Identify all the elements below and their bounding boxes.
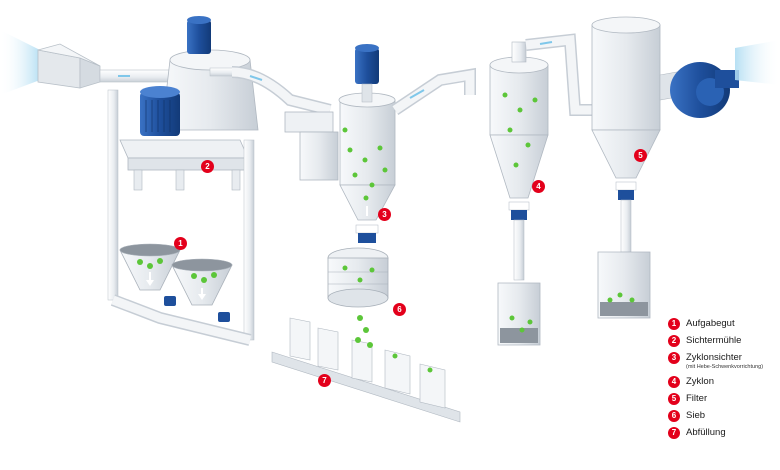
legend-item-4: 4 Zyklon <box>668 376 780 388</box>
marker-3: 3 <box>378 208 391 221</box>
cyclone <box>489 41 549 346</box>
air-inlet-hood <box>37 43 101 89</box>
legend-item-5: 5 Filter <box>668 393 780 405</box>
legend-label: Sichtermühle <box>686 335 742 346</box>
legend: 1 Aufgabegut 2 Sichtermühle 3 Zyklonsich… <box>668 318 780 444</box>
cyclone-classifier <box>284 44 396 243</box>
legend-number: 3 <box>668 352 680 364</box>
legend-label: Filter <box>686 393 708 404</box>
legend-number: 2 <box>668 335 680 347</box>
legend-number: 1 <box>668 318 680 330</box>
legend-number: 4 <box>668 376 680 388</box>
marker-5: 5 <box>634 149 647 162</box>
legend-item-3: 3 Zyklonsichter (mit Hebe-Schwenkvorrich… <box>668 352 780 371</box>
marker-2: 2 <box>201 160 214 173</box>
legend-item-7: 7 Abfüllung <box>668 427 780 439</box>
cyclone-to-filter-pipe <box>525 33 600 116</box>
legend-label: Zyklonsichter <box>686 352 742 363</box>
legend-label-group: Zyklonsichter (mit Hebe-Schwenkvorrichtu… <box>686 352 763 371</box>
marker-4: 4 <box>532 180 545 193</box>
sieve <box>327 247 389 308</box>
marker-1: 1 <box>174 237 187 250</box>
filter <box>591 16 661 319</box>
marker-6: 6 <box>393 303 406 316</box>
legend-item-2: 2 Sichtermühle <box>668 335 780 347</box>
legend-number: 5 <box>668 393 680 405</box>
feed-return-pipe <box>107 89 255 346</box>
legend-label: Sieb <box>686 410 706 421</box>
legend-label: Zyklon <box>686 376 714 387</box>
legend-label: Abfüllung <box>686 427 726 438</box>
classifier-to-cyclone-pipe <box>391 67 476 115</box>
classifier-mill <box>119 16 259 191</box>
legend-label: Aufgabegut <box>686 318 735 329</box>
legend-number: 7 <box>668 427 680 439</box>
legend-number: 6 <box>668 410 680 422</box>
legend-item-1: 1 Aufgabegut <box>668 318 780 330</box>
legend-item-6: 6 Sieb <box>668 410 780 422</box>
air-inlet-flow <box>0 30 40 95</box>
exhaust-fan <box>659 40 780 118</box>
legend-note: (mit Hebe-Schwenkvorrichtung) <box>686 364 764 370</box>
filling-line <box>271 317 461 423</box>
product-particles <box>137 92 635 373</box>
mill-to-classifier-pipe <box>209 66 332 116</box>
marker-7: 7 <box>318 374 331 387</box>
